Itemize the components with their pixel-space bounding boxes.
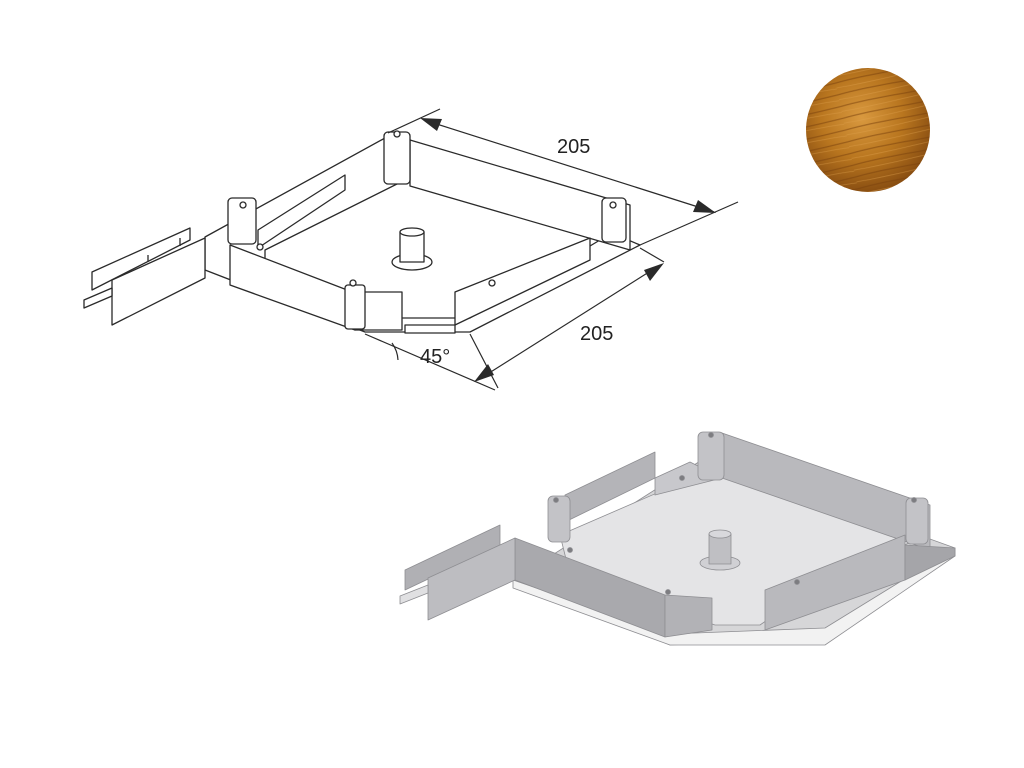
render-connector-tab (399, 584, 429, 605)
render-connector-front (427, 537, 516, 621)
screw-hole (567, 547, 573, 553)
front-right-wall (454, 237, 591, 326)
screw-hole (239, 201, 247, 209)
angle-label: 45° (420, 346, 450, 368)
screw-hole (911, 497, 917, 503)
arrow-head (420, 118, 442, 131)
technical-line-drawing (83, 130, 641, 334)
back-left-wall (257, 174, 346, 249)
angle-arc (391, 342, 399, 361)
render-left-post (547, 495, 571, 543)
screw-hole (488, 279, 496, 287)
left-post (227, 197, 257, 245)
arrow-head (644, 263, 664, 281)
front-dimension-label: 205 (580, 323, 613, 345)
center-pin-top (399, 227, 425, 237)
render-center-pin (708, 533, 732, 565)
screw-hole (393, 130, 401, 138)
front-center-wall-right (404, 324, 456, 334)
dimension-lines (364, 108, 739, 391)
render-center-pin-top (708, 529, 732, 539)
screw-hole (349, 279, 357, 287)
extension-line-top-left (387, 108, 441, 134)
connector-plate-back (91, 227, 191, 291)
screw-hole (665, 589, 671, 595)
dimension-line-front (477, 264, 661, 381)
screw-hole (256, 243, 264, 251)
arrow-head (474, 364, 494, 382)
render-right-wall (904, 544, 956, 581)
connector-plate-front (111, 237, 206, 326)
screw-hole (708, 432, 714, 438)
extension-line-top-right (639, 201, 739, 246)
rendered-corner-cap (399, 431, 956, 646)
extension-line-front-right (639, 247, 665, 263)
angle-base-line (364, 333, 496, 391)
right-post (601, 197, 627, 243)
render-rear-post (697, 431, 725, 481)
wood-color-swatch (806, 68, 930, 192)
rear-post (383, 131, 411, 185)
render-right-post (905, 497, 929, 545)
extension-line-front-left (469, 333, 499, 389)
dimension-line-top (423, 119, 715, 213)
connector-tab (83, 287, 113, 309)
screw-hole (679, 475, 685, 481)
screw-hole (609, 201, 617, 209)
top-dimension-label: 205 (557, 136, 590, 158)
screw-hole (794, 579, 800, 585)
front-post (344, 284, 366, 330)
arrow-head (693, 200, 716, 213)
render-front-center-wall (664, 594, 713, 638)
screw-hole (553, 497, 559, 503)
